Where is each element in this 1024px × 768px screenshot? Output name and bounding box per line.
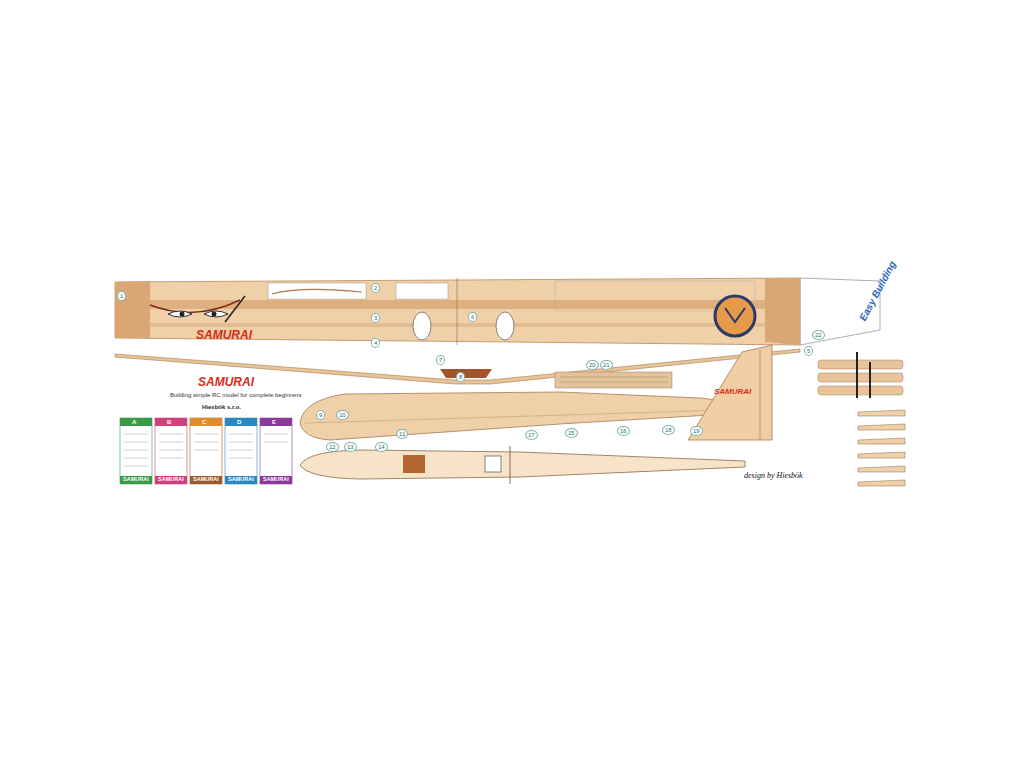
wing-tip xyxy=(765,278,800,345)
fin xyxy=(688,345,772,440)
wing-joiner xyxy=(440,369,492,378)
callout-number: 16 xyxy=(617,426,630,436)
callout-number: 10 xyxy=(336,410,349,420)
callout-number: 15 xyxy=(565,428,578,438)
callout-number: 12 xyxy=(326,442,339,452)
card-footer: SAMURAI xyxy=(263,477,289,483)
brand-logo xyxy=(725,308,745,322)
logo-eye xyxy=(204,311,228,317)
callout-number: 22 xyxy=(812,330,825,340)
servo xyxy=(496,312,514,340)
badge-text: Easy Building xyxy=(858,260,898,323)
callout-number: 4 xyxy=(371,338,380,348)
servo xyxy=(485,456,501,472)
callout-number: 19 xyxy=(690,426,703,436)
card-letter: E xyxy=(272,419,276,425)
callout-number: 11 xyxy=(396,429,408,439)
fuselage-side xyxy=(300,392,760,440)
wing-centre xyxy=(457,278,458,345)
designer-credit: design by Hiesbök xyxy=(744,472,803,480)
brand-logo xyxy=(715,296,755,336)
card-footer: SAMURAI xyxy=(123,477,149,483)
callout-number: 17 xyxy=(525,430,538,440)
detail-box xyxy=(396,283,448,299)
tail-parts xyxy=(818,352,905,486)
logo-eye xyxy=(168,311,192,317)
card-letter: A xyxy=(132,419,136,425)
fuselage-top xyxy=(300,450,745,479)
card-letter: D xyxy=(237,419,241,425)
callout-number: 20 xyxy=(586,360,599,370)
callout-number: 18 xyxy=(662,425,675,435)
fuselage-line xyxy=(305,409,760,423)
wing-trailing xyxy=(115,323,800,327)
logo-pupil xyxy=(212,312,217,317)
servo xyxy=(413,312,431,340)
callout-number: 5 xyxy=(804,346,813,356)
title: SAMURAI xyxy=(198,376,254,388)
parts-cards xyxy=(120,418,292,484)
rib-detail xyxy=(272,289,362,294)
card-footer: SAMURAI xyxy=(193,477,219,483)
card-letter: B xyxy=(167,419,171,425)
logo-text: SAMURAI xyxy=(196,329,252,341)
logo-pupil xyxy=(180,312,185,317)
fin-logo-text: SAMURAI xyxy=(714,388,751,396)
wing-plan xyxy=(115,278,800,345)
wing-saddle xyxy=(555,372,672,388)
callout-number: 21 xyxy=(600,360,613,370)
callout-number: 13 xyxy=(344,442,357,452)
wing-spar xyxy=(115,300,800,309)
callout-number: 7 xyxy=(436,355,445,365)
company-name: Hiesbök s.r.o. xyxy=(202,404,241,410)
callout-number: 14 xyxy=(375,442,388,452)
card-letter: C xyxy=(202,419,206,425)
logo-sword xyxy=(225,296,245,322)
card-footer: SAMURAI xyxy=(228,477,254,483)
battery xyxy=(403,455,425,473)
card-footer: SAMURAI xyxy=(158,477,184,483)
subtitle: Building simple RC model for complete be… xyxy=(170,392,301,398)
logo-brow xyxy=(150,300,240,312)
detail-box xyxy=(268,283,366,299)
wing-tip xyxy=(115,281,150,338)
